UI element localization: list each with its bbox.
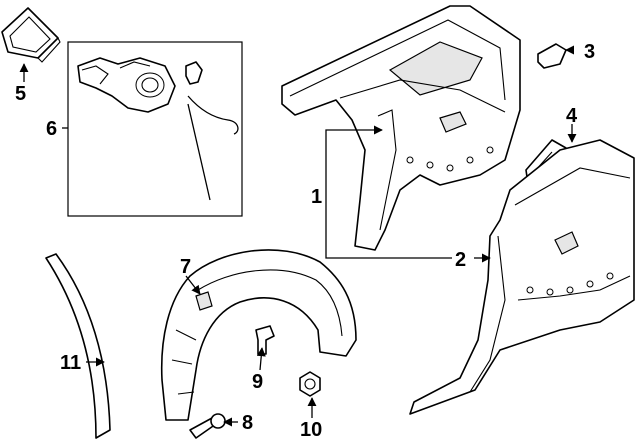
liner-screw-part[interactable] [189,413,226,439]
nut-part[interactable] [299,371,321,397]
small-clip-part[interactable] [537,43,567,69]
callout-9: 9 [252,371,263,393]
callout-5: 5 [15,83,26,105]
leader-lines [19,45,577,427]
callout-2: 2 [455,249,466,271]
quarter-panel-inner-part[interactable] [281,5,521,251]
fuel-door-clip-part[interactable] [185,61,203,85]
fuel-door-part[interactable] [1,7,61,63]
quarter-panel-outer-part[interactable] [409,139,635,415]
callout-7: 7 [180,256,191,278]
drain-hose-part[interactable] [187,95,239,201]
wheel-arch-moulding-part[interactable] [45,253,111,439]
wheelhouse-liner-part[interactable] [160,249,357,421]
callout-6: 6 [46,118,57,140]
callout-4: 4 [566,105,578,127]
callout-3: 3 [584,41,595,63]
fuel-filler-housing-part[interactable] [77,57,176,113]
liner-clip-part[interactable] [255,325,275,355]
callout-10: 10 [300,419,322,441]
callout-1: 1 [311,186,322,208]
callout-11: 11 [60,352,81,374]
callout-8: 8 [242,412,253,434]
